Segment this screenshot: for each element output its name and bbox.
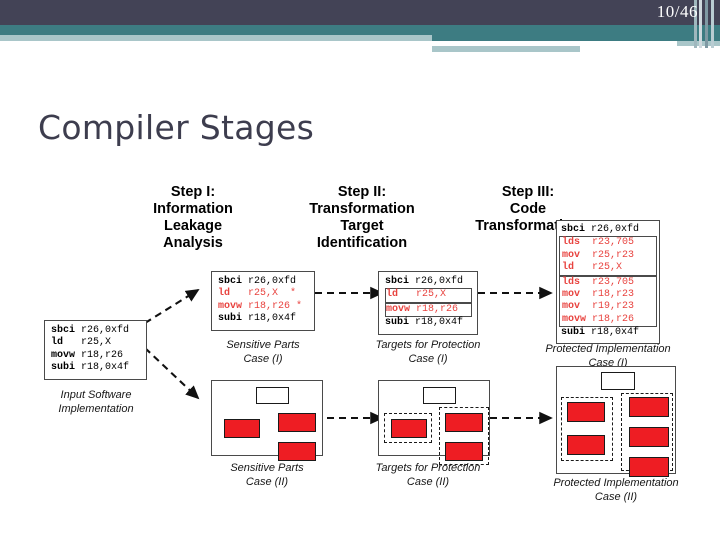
header-tick-2 — [699, 0, 702, 48]
case1-step3-caption: Protected Implementation Case (I) — [545, 343, 671, 369]
code-line: sbci r26,0xfd — [218, 276, 297, 287]
code-line: sbci r26,0xfd — [385, 276, 464, 287]
header-tick-4 — [711, 0, 714, 48]
graph-node-sensitive — [629, 397, 669, 417]
protection-target-region — [384, 413, 432, 443]
step-heading-3: Step III: Code Transformation — [475, 184, 581, 234]
compiler-stages-diagram: Step I: Information Leakage Analysis Ste… — [0, 170, 720, 530]
code-line: movw r18,r26 — [51, 349, 124, 361]
code-line-inserted: mov r18,r23 — [562, 289, 635, 301]
header-tick-3 — [705, 0, 708, 48]
graph-node-root — [423, 387, 456, 404]
code-line-inserted: ld r25,X — [562, 262, 623, 274]
case2-step1-caption: Sensitive Parts Case (II) — [230, 462, 304, 488]
page-title: Compiler Stages — [38, 108, 315, 147]
code-line-inserted: mov r25,r23 — [562, 249, 635, 261]
code-line: sbci r26,0xfd — [561, 224, 640, 235]
graph-node-sensitive — [278, 442, 316, 461]
code-line: sbci r26,0xfd — [51, 325, 130, 336]
graph-node-sensitive — [567, 402, 605, 422]
case1-step2-caption: Targets for Protection Case (I) — [375, 339, 481, 365]
code-line: subi r18,0x4f — [218, 313, 297, 325]
case1-step3-code-block: sbci r26,0xfd lds r23,705 mov r25,r23 ld… — [556, 220, 660, 344]
code-line: subi r18,0x4f — [385, 317, 464, 329]
case2-step2-caption: Targets for Protection Case (II) — [375, 462, 481, 488]
graph-node-sensitive — [391, 419, 427, 438]
header-teal-band-right — [432, 35, 720, 41]
code-line-target: ld r25,X — [385, 288, 472, 303]
case1-step1-caption: Sensitive Parts Case (I) — [226, 339, 300, 365]
graph-node-sensitive — [278, 413, 316, 432]
header-white-strip — [432, 41, 677, 46]
case1-step2-code-block: sbci r26,0xfd ld r25,X movw r18,r26 subi… — [378, 271, 478, 335]
code-line: ld r25,X — [51, 337, 112, 349]
graph-node-sensitive — [224, 419, 260, 438]
case2-step3-caption: Protected Implementation Case (II) — [553, 477, 679, 503]
code-line-inserted: lds r23,705 — [562, 237, 635, 249]
header-pale-band-lower — [432, 46, 580, 52]
case2-step1-panel — [211, 380, 323, 461]
header-pale-band-corner — [677, 41, 720, 46]
protection-group-b: lds r23,705 mov r18,r23 mov r19,r23 movw… — [559, 275, 657, 328]
header-teal-band — [0, 25, 720, 35]
graph-node-sensitive — [445, 413, 483, 432]
code-line-inserted: mov r19,r23 — [562, 301, 635, 313]
step-heading-2: Step II: Transformation Target Identific… — [309, 184, 415, 251]
case1-step1-code-block: sbci r26,0xfd ld r25,X * movw r18,r26 * … — [211, 271, 315, 331]
code-line-highlighted: movw r18,r26 * — [218, 300, 303, 312]
input-code-block: sbci r26,0xfd ld r25,X movw r18,r26 subi… — [44, 320, 147, 380]
graph-node-root — [601, 372, 635, 390]
code-line: subi r18,0x4f — [561, 327, 640, 339]
header-tick-1 — [694, 0, 697, 48]
case2-step3-panel — [556, 366, 676, 477]
header-pale-band — [0, 35, 432, 41]
graph-node-sensitive — [629, 457, 669, 477]
code-line-inserted: movw r18,r26 — [562, 313, 635, 325]
graph-node-root — [256, 387, 289, 404]
code-line: subi r18,0x4f — [51, 362, 130, 374]
protection-group-a: lds r23,705 mov r25,r23 ld r25,X — [559, 236, 657, 276]
case2-step2-panel — [378, 380, 490, 465]
page-number: 10/46 — [656, 2, 698, 21]
protection-target-region — [439, 407, 489, 465]
step-heading-1: Step I: Information Leakage Analysis — [153, 184, 233, 251]
code-line-highlighted: ld r25,X * — [218, 288, 297, 300]
graph-node-sensitive — [445, 442, 483, 461]
input-block-caption: Input Software Implementation — [58, 389, 134, 415]
graph-node-sensitive — [567, 435, 605, 455]
protected-region — [561, 397, 613, 461]
graph-node-sensitive — [629, 427, 669, 447]
code-line-target: movw r18,r26 — [385, 302, 472, 318]
code-line-inserted: lds r23,705 — [562, 276, 635, 288]
header-dark-band — [0, 0, 720, 25]
